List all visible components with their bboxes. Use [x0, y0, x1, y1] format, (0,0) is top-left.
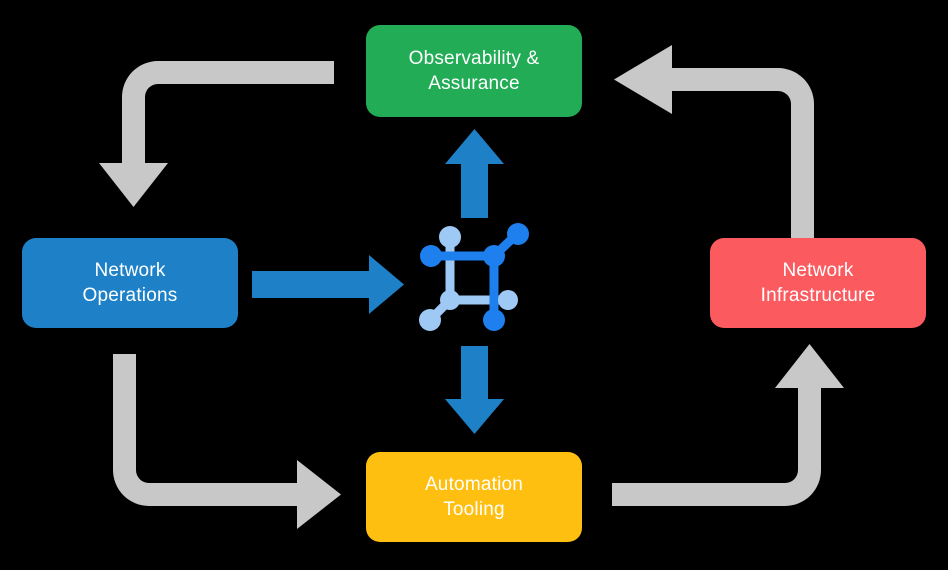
node-box-network-operations[interactable]: Network Operations [22, 238, 238, 328]
network-topology-icon [419, 223, 529, 331]
cycle-arrow-infrastructure-to-observability [614, 45, 814, 238]
topology-node-dark-hub [483, 245, 505, 267]
node-box-observability[interactable]: Observability & Assurance [366, 25, 582, 117]
topology-node-light-right [498, 290, 518, 310]
node-box-automation-tooling[interactable]: Automation Tooling [366, 452, 582, 542]
primary-arrow-center-to-automation [445, 346, 504, 434]
primary-arrow-operations-to-center [252, 255, 404, 314]
cycle-arrow-observability-to-operations [99, 61, 334, 207]
topology-node-dark-topright [507, 223, 529, 245]
topology-node-light-top [439, 226, 461, 248]
topology-node-dark-bottom [483, 309, 505, 331]
primary-arrow-center-to-observability [445, 129, 504, 218]
cycle-arrow-automation-to-infrastructure [612, 344, 844, 506]
topology-node-light-bottomleft [419, 309, 441, 331]
node-box-network-infrastructure[interactable]: Network Infrastructure [710, 238, 926, 328]
topology-node-dark-left [420, 245, 442, 267]
cycle-arrow-operations-to-automation [113, 354, 341, 529]
topology-node-light-center [440, 290, 460, 310]
